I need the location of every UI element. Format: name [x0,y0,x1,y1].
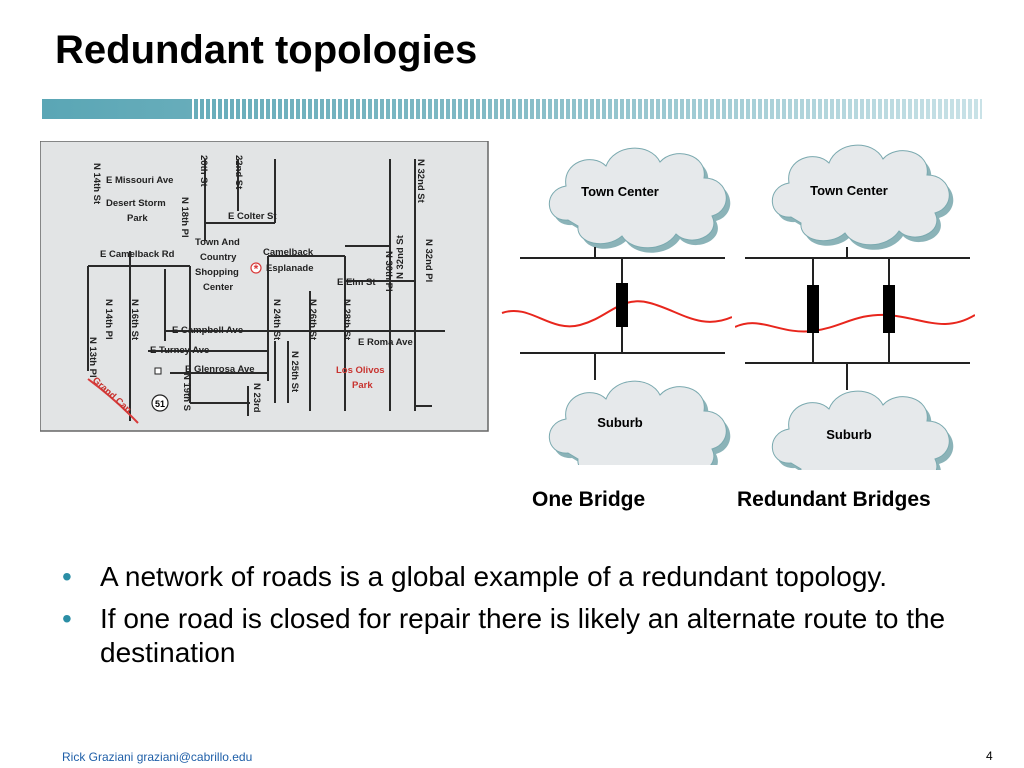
bullet-dot-icon: • [62,561,72,592]
author-name: Rick Graziani [62,750,134,764]
map-label: Park [127,213,148,224]
map-label: E Missouri Ave [106,175,173,186]
bullet-list: •A network of roads is a global example … [62,560,992,678]
bridge-icon [883,285,895,333]
slide-title: Redundant topologies [55,28,478,72]
svg-text:*: * [254,262,259,276]
map-label: N 23rd [251,383,262,413]
river-line [735,313,975,333]
one-bridge-diagram: Town Center Suburb [501,147,732,465]
author-email: graziani@cabrillo.edu [136,750,253,764]
cloud-label: Town Center [581,184,659,199]
river-line [501,300,732,328]
bullet-item: •If one road is closed for repair there … [62,603,946,668]
map-label: E Camelback Rd [100,249,175,260]
map-label: N 16th St [129,299,140,341]
bullet-item: •A network of roads is a global example … [62,561,888,592]
page-number: 4 [986,749,993,763]
bridge-icon [807,285,819,333]
map-marker-square [154,367,162,375]
map-label: E Colter St [228,211,277,222]
cloud-shape [771,144,954,250]
star-marker [250,262,262,274]
map-label: N 24th St [271,299,282,341]
cloud-shape [548,380,731,465]
cloud-label: Town Center [810,183,888,198]
map-label: Center [203,282,233,293]
map-label: Town And [195,237,240,248]
caption-one-bridge: One Bridge [532,488,646,511]
map-label: 20th St [198,155,209,188]
cloud-label: Suburb [826,427,872,442]
road-map: 51 * E Missouri Ave E Colter St E Camelb… [40,141,489,432]
map-label: E Campbell Ave [172,325,243,336]
bridge-icon [616,283,628,327]
map-label: N 32nd St [395,234,406,279]
title-decoration-bar [42,99,982,119]
route-shield [151,394,169,412]
map-label: Los Olivos [336,365,385,376]
cloud-shape [548,147,731,253]
map-label: N 28th St [341,299,352,341]
map-label: N 19th S [181,373,192,411]
map-label: Shopping [195,267,239,278]
map-label: 22nd St [233,155,244,190]
svg-text:51: 51 [155,399,165,409]
map-label: N 25th St [289,351,300,393]
map-label: N 32nd St [415,159,426,204]
map-label: N 14th St [91,163,102,205]
map-label: N 32nd Pl [423,239,434,282]
map-roads [87,159,445,421]
map-label: Desert Storm [106,198,166,209]
map-label: Country [200,252,237,263]
map-label: Park [352,380,373,391]
map-label: N 30th Pl [383,251,394,292]
grand-canal [87,378,139,424]
map-label: N 26th St [307,299,318,341]
cloud-label: Suburb [597,415,643,430]
map-label: E Elm St [337,277,376,288]
footer-author: Rick Graziani graziani@cabrillo.edu [62,750,252,764]
map-label: N 14th Pl [103,299,114,340]
map-label: Camelback [263,247,314,258]
map-label: E Roma Ave [358,337,413,348]
map-label: N 13th Pl [87,337,98,378]
map-label: Esplanade [266,263,314,274]
map-label: E Glenrosa Ave [185,364,255,375]
caption-redundant-bridges: Redundant Bridges [737,488,931,511]
map-label: E Turney Ave [150,345,209,356]
cloud-shape [771,390,954,470]
redundant-bridges-diagram: Town Center Suburb [735,144,975,470]
map-label: N 18th Pl [179,197,190,238]
bullet-dot-icon: • [62,603,72,634]
